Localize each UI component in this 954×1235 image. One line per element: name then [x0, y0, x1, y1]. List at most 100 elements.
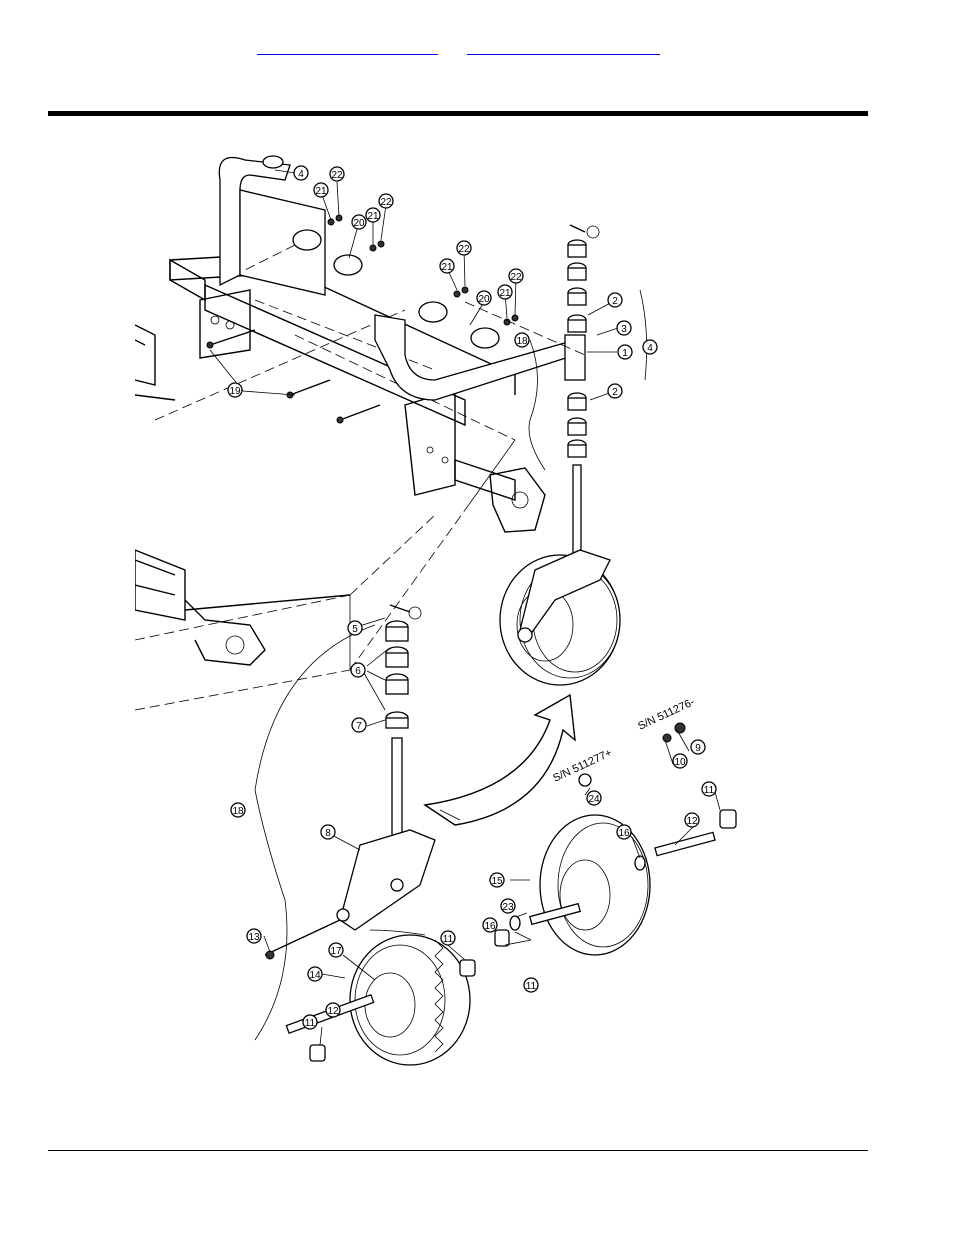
callout-22a: 22 [329, 166, 345, 182]
callout-21a: 21 [313, 182, 329, 198]
svg-text:21: 21 [315, 186, 327, 197]
svg-text:13: 13 [248, 932, 260, 943]
callout-12b: 12 [325, 1002, 341, 1018]
svg-text:15: 15 [491, 876, 503, 887]
callout-18a: 18 [514, 332, 530, 348]
svg-text:21: 21 [441, 262, 453, 273]
svg-text:8: 8 [325, 828, 331, 839]
svg-text:5: 5 [352, 624, 358, 635]
callout-21b: 21 [365, 207, 381, 223]
callout-1: 1 [617, 344, 633, 360]
assembly-brace-lower [254, 624, 376, 1041]
assembly-brace-connector [369, 929, 426, 936]
callout-11a: 11 [701, 781, 717, 797]
callout-4b: 4 [642, 339, 658, 355]
callout-14: 14 [307, 966, 323, 982]
callout-9: 9 [690, 739, 706, 755]
upper-caster-wheel [499, 549, 621, 686]
svg-text:11: 11 [443, 934, 454, 945]
svg-text:21: 21 [367, 211, 379, 222]
callout-22d: 22 [508, 268, 524, 284]
callout-24: 24 [586, 790, 602, 806]
direction-arrow [423, 693, 576, 826]
svg-text:18: 18 [516, 336, 528, 347]
svg-text:11: 11 [305, 1018, 316, 1029]
svg-text:19: 19 [229, 386, 241, 397]
svg-text:20: 20 [478, 294, 490, 305]
callout-16b: 16 [482, 917, 498, 933]
callout-3: 3 [616, 320, 632, 336]
svg-text:1: 1 [622, 348, 628, 359]
header-link-1[interactable] [257, 38, 438, 55]
callouts: 1 2 2 3 4 4 5 6 7 8 9 10 11 11 11 11 12 … [227, 165, 717, 1030]
svg-text:14: 14 [309, 970, 321, 981]
svg-text:16: 16 [618, 828, 630, 839]
callout-11b: 11 [440, 930, 456, 946]
lower-turf-tire [285, 934, 476, 1066]
svg-text:23: 23 [502, 902, 514, 913]
svg-text:12: 12 [686, 816, 698, 827]
svg-text:10: 10 [674, 757, 686, 768]
alternate-wheel [494, 722, 737, 956]
svg-text:22: 22 [458, 244, 470, 255]
callout-21d: 21 [497, 284, 513, 300]
washers-and-nuts [244, 214, 586, 356]
svg-text:11: 11 [526, 981, 537, 992]
svg-text:11: 11 [704, 785, 715, 796]
callout-19: 19 [227, 382, 243, 398]
exploded-view-drawing: S/N 511276- S/N 511277+ [135, 155, 737, 1066]
svg-text:12: 12 [327, 1006, 339, 1017]
callout-7: 7 [351, 717, 367, 733]
svg-text:9: 9 [695, 743, 701, 754]
svg-text:6: 6 [355, 666, 361, 677]
svg-text:18: 18 [232, 806, 244, 817]
svg-text:20: 20 [353, 218, 365, 229]
callout-11d: 11 [302, 1014, 318, 1030]
svg-text:21: 21 [499, 288, 511, 299]
svg-text:22: 22 [510, 272, 522, 283]
callout-15: 15 [489, 872, 505, 888]
callout-22b: 22 [378, 193, 394, 209]
callout-17: 17 [328, 942, 344, 958]
callout-13: 13 [246, 928, 262, 944]
svg-text:2: 2 [612, 296, 618, 307]
svg-text:4: 4 [647, 343, 653, 354]
serial-note-prior: S/N 511276- [636, 696, 697, 733]
footer-rule [48, 1150, 868, 1151]
assembly-brace-4 [639, 289, 648, 381]
parts-diagram: S/N 511276- S/N 511277+ [135, 140, 750, 1080]
callout-2a: 2 [607, 292, 623, 308]
bolts [206, 329, 381, 424]
callout-2b: 2 [607, 383, 623, 399]
svg-text:22: 22 [331, 170, 343, 181]
callout-10: 10 [672, 753, 688, 769]
callout-23: 23 [500, 898, 516, 914]
callout-22c: 22 [456, 240, 472, 256]
svg-text:4: 4 [298, 169, 304, 180]
svg-text:22: 22 [380, 197, 392, 208]
upper-arm-tube [218, 155, 586, 401]
callout-20a: 20 [351, 214, 367, 230]
callout-11c: 11 [523, 977, 539, 993]
callout-5: 5 [347, 620, 363, 636]
callout-4a: 4 [293, 165, 309, 181]
callout-18b: 18 [230, 802, 246, 818]
callout-12a: 12 [684, 812, 700, 828]
svg-text:3: 3 [621, 324, 627, 335]
lower-caster-stack [264, 604, 436, 960]
header-link-2[interactable] [467, 38, 660, 55]
svg-text:24: 24 [588, 794, 600, 805]
callout-16a: 16 [616, 824, 632, 840]
assembly-brace-upper [528, 339, 546, 471]
svg-text:7: 7 [356, 721, 362, 732]
header-rule [48, 111, 868, 116]
callout-20b: 20 [476, 290, 492, 306]
callout-6: 6 [350, 662, 366, 678]
callout-21c: 21 [439, 258, 455, 274]
svg-text:17: 17 [330, 946, 342, 957]
svg-text:16: 16 [484, 921, 496, 932]
upper-caster-stack [567, 224, 600, 556]
callout-8: 8 [320, 824, 336, 840]
toolbar-frame [135, 254, 546, 711]
svg-text:2: 2 [612, 387, 618, 398]
